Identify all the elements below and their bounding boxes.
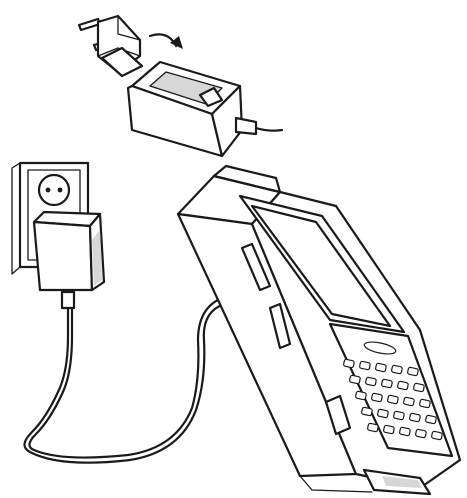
- charger-body-icon: [128, 62, 282, 156]
- plug-adapter-icon: [79, 16, 142, 76]
- wall-charger-icon: [34, 212, 104, 308]
- rotate-arrow-icon: [150, 34, 183, 49]
- handheld-device-icon: [178, 166, 460, 494]
